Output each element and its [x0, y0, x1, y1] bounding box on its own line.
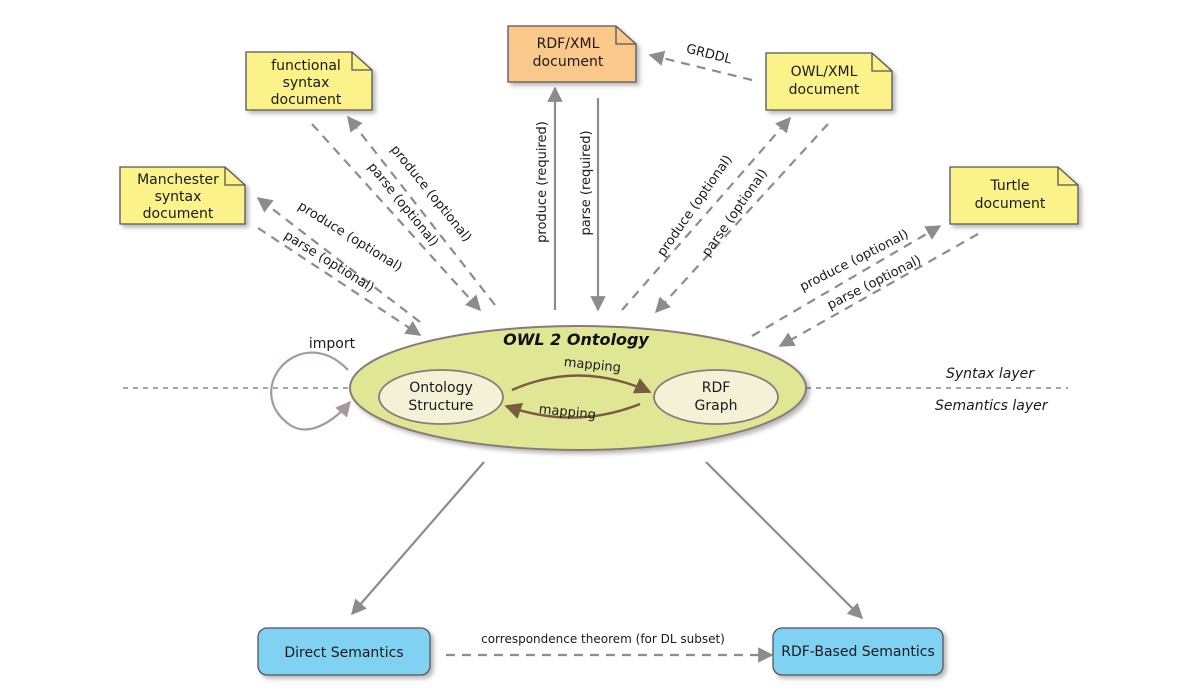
- grddl-label: GRDDL: [685, 42, 734, 68]
- correspondence-label: correspondence theorem (for DL subset): [481, 632, 725, 646]
- rdfxml-doc-line-1: RDF/XML: [537, 36, 600, 52]
- owlxml-document: [765, 52, 893, 111]
- grddl-arrow: [648, 50, 753, 82]
- rdf-based-semantics-box: [772, 627, 944, 676]
- mapping-bottom-label: mapping: [538, 402, 597, 423]
- semantics-layer-label: Semantics layer: [935, 398, 1049, 414]
- rdf-based-semantics-arrow: [705, 461, 864, 620]
- syntax-layer-label: Syntax layer: [946, 366, 1035, 382]
- owl2-ontology: OWL 2 Ontology Ontology Structure RDF Gr…: [349, 325, 807, 451]
- turtle-document: [949, 166, 1079, 225]
- manchester-produce-arrow: [256, 197, 421, 323]
- rdfxml-produce-label: produce (required): [535, 121, 550, 243]
- owlxml-parse-arrow: [654, 123, 829, 314]
- manchester-parse-arrow: [257, 227, 422, 336]
- owlxml-doc-line-2: document: [789, 82, 860, 98]
- rdfxml-document: [507, 25, 637, 83]
- import-loop-arrow: [270, 351, 351, 431]
- rdf-graph-label-1: RDF: [702, 380, 731, 396]
- rdf-graph-node: [653, 369, 779, 425]
- ontology-structure-label-1: Ontology: [409, 380, 473, 396]
- mapping-backward-arrow: [504, 402, 641, 419]
- turtle-produce-arrow: [751, 225, 942, 337]
- functional-produce-arrow: [347, 115, 496, 306]
- direct-semantics-box: [257, 627, 431, 676]
- owlxml-produce-arrow: [621, 116, 792, 311]
- functional-syntax-document: [245, 51, 373, 111]
- manchester-doc-line-1: Manchester: [137, 172, 219, 188]
- mapping-forward-arrow: [511, 374, 652, 394]
- functional-doc-line-2: syntax: [283, 75, 330, 91]
- direct-semantics-label: Direct Semantics: [284, 645, 403, 661]
- turtle-doc-line-2: document: [975, 196, 1046, 212]
- manchester-doc-line-3: document: [143, 206, 214, 222]
- mapping-top-label: mapping: [563, 355, 622, 376]
- turtle-parse-arrow: [778, 233, 979, 347]
- rdfxml-doc-line-2: document: [533, 54, 604, 70]
- ontology-structure-label-2: Structure: [408, 398, 473, 414]
- functional-parse-label: parse (optional): [364, 160, 441, 250]
- turtle-doc-line-1: Turtle: [989, 178, 1029, 194]
- rdf-graph-label-2: Graph: [695, 398, 738, 414]
- import-label: import: [309, 336, 356, 352]
- rdfxml-parse-label: parse (required): [579, 130, 594, 235]
- ontology-title: OWL 2 Ontology: [503, 330, 649, 349]
- rdf-based-semantics-label: RDF-Based Semantics: [781, 644, 935, 660]
- functional-doc-line-3: document: [271, 92, 342, 108]
- manchester-syntax-document: [119, 166, 246, 225]
- owlxml-doc-line-1: OWL/XML: [791, 64, 858, 80]
- functional-parse-arrow: [311, 123, 482, 312]
- manchester-doc-line-2: syntax: [155, 189, 202, 205]
- owlxml-produce-label: produce (optional): [655, 153, 736, 260]
- functional-doc-line-1: functional: [271, 58, 341, 74]
- direct-semantics-arrow: [350, 461, 485, 616]
- ontology-structure-node: [378, 369, 504, 425]
